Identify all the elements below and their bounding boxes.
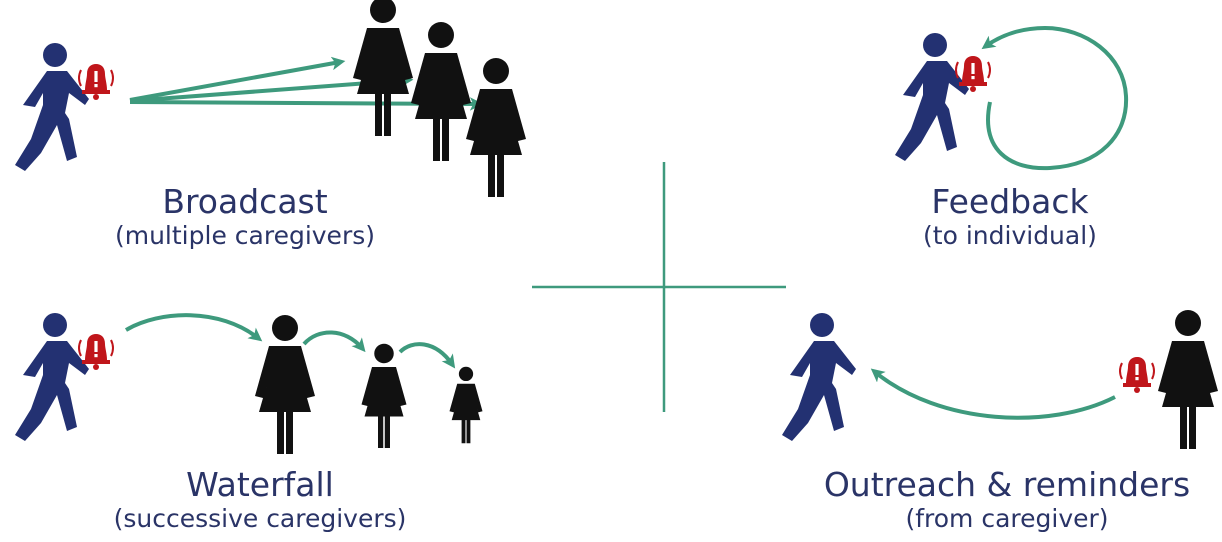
broadcast-subtitle: (multiple caregivers) (114, 221, 375, 250)
outreach-title: Outreach & reminders (823, 465, 1191, 504)
feedback-panel (895, 25, 1129, 171)
feedback-subtitle: (to individual) (923, 221, 1097, 250)
caregiver-icon (1158, 310, 1218, 449)
broadcast-title: Broadcast (162, 182, 328, 221)
arrow-icon (870, 368, 1116, 420)
outreach-label: Outreach & reminders (from caregiver) (800, 466, 1214, 534)
broadcast-label: Broadcast (multiple caregivers) (70, 183, 420, 251)
caregiver-icon (255, 315, 315, 454)
broadcast-panel (15, 0, 526, 197)
caregiver-icon (466, 58, 526, 197)
walking-person-icon (895, 33, 969, 161)
outreach-panel (782, 310, 1218, 449)
waterfall-panel (15, 313, 483, 454)
arrow-icon (129, 56, 346, 102)
walking-person-icon (782, 313, 856, 441)
arrow-icon (981, 25, 1129, 171)
caregiver-icon (353, 0, 413, 136)
arrow-icon (302, 330, 366, 353)
outreach-subtitle: (from caregiver) (905, 504, 1109, 533)
caregiver-icon (449, 366, 483, 444)
feedback-label: Feedback (to individual) (860, 183, 1160, 251)
walking-person-icon (15, 43, 89, 171)
arrow-icon (398, 342, 456, 369)
arrow-icon (124, 313, 263, 342)
caregiver-icon (411, 22, 471, 161)
caregiver-icon (361, 343, 407, 448)
alarm-bell-icon (1119, 356, 1155, 394)
waterfall-subtitle: (successive caregivers) (113, 504, 407, 533)
waterfall-title: Waterfall (186, 465, 334, 504)
walking-person-icon (15, 313, 89, 441)
feedback-title: Feedback (931, 182, 1089, 221)
waterfall-label: Waterfall (successive caregivers) (70, 466, 450, 534)
